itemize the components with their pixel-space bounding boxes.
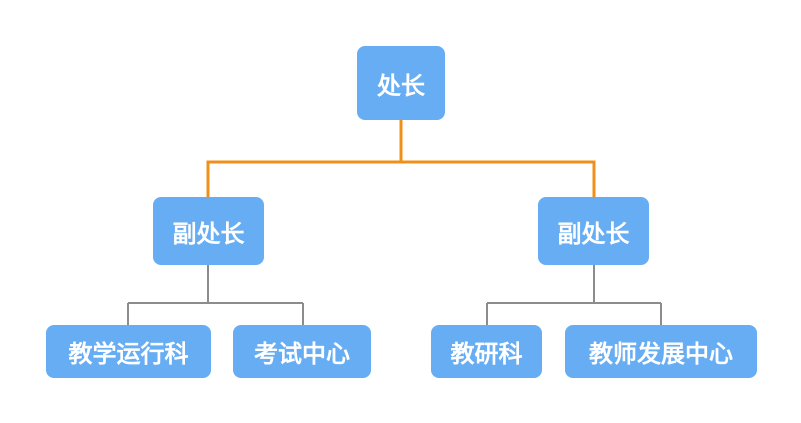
node-teacher-development-center-label: 教师发展中心	[589, 340, 733, 368]
connector-root-to-vice-heads	[206, 118, 596, 199]
connector-left-vice-to-units	[127, 265, 304, 325]
connector-right-vice-to-units	[486, 265, 662, 325]
node-exam-center: 考试中心	[233, 325, 371, 378]
node-director-label: 处长	[377, 71, 425, 100]
node-deputy-director-right-label: 副处长	[557, 219, 630, 248]
node-teaching-operations: 教学运行科	[46, 325, 211, 378]
node-deputy-director-right: 副处长	[538, 197, 649, 265]
node-teaching-research-label: 教研科	[450, 340, 523, 368]
node-teacher-development-center: 教师发展中心	[565, 325, 757, 378]
node-deputy-director-left-label: 副处长	[172, 219, 245, 248]
node-teaching-operations-label: 教学运行科	[68, 340, 189, 368]
node-teaching-research: 教研科	[431, 325, 542, 378]
node-exam-center-label: 考试中心	[254, 340, 350, 368]
node-director: 处长	[357, 46, 445, 120]
node-deputy-director-left: 副处长	[153, 197, 264, 265]
